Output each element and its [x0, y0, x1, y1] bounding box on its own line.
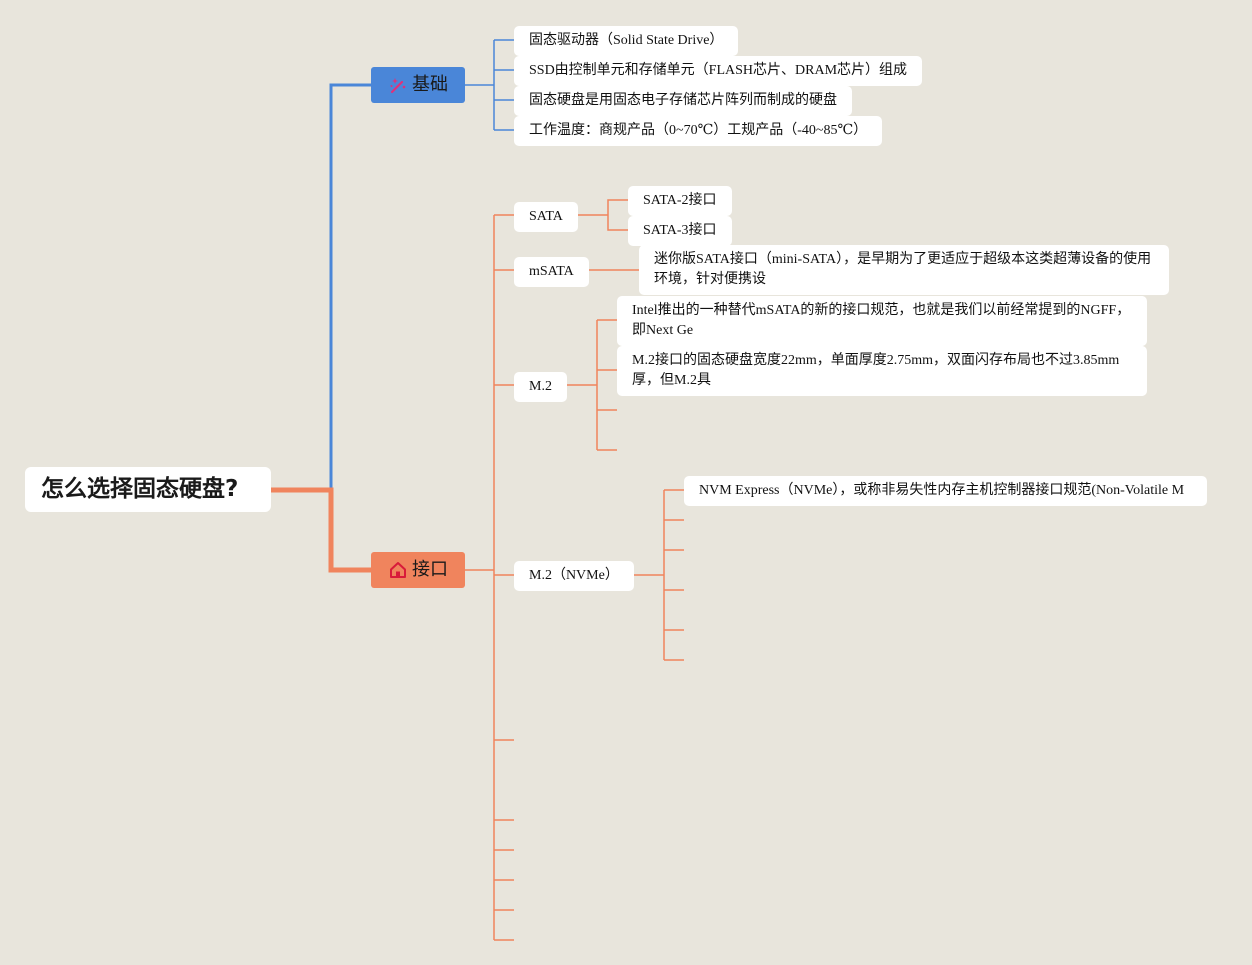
- m2-nvme-child[interactable]: NVM Express（NVMe），或称非易失性内存主机控制器接口规范(Non-…: [684, 476, 1207, 506]
- interface-msata[interactable]: mSATA: [514, 257, 589, 287]
- m2-child[interactable]: M.2接口的固态硬盘宽度22mm，单面厚度2.75mm，双面闪存布局也不过3.8…: [617, 346, 1147, 396]
- m2-child[interactable]: Intel推出的一种替代mSATA的新的接口规范，也就是我们以前经常提到的NGF…: [617, 296, 1147, 346]
- interface-m2[interactable]: M.2: [514, 372, 567, 402]
- interface-m2-nvme[interactable]: M.2（NVMe）: [514, 561, 634, 591]
- branch-interface[interactable]: 接口: [371, 552, 465, 588]
- magic-wand-icon: [388, 75, 408, 95]
- basics-item[interactable]: 固态硬盘是用固态电子存储芯片阵列而制成的硬盘: [514, 86, 852, 116]
- branch-basics[interactable]: 基础: [371, 67, 465, 103]
- sata-child[interactable]: SATA-2接口: [628, 186, 732, 216]
- basics-item[interactable]: SSD由控制单元和存储单元（FLASH芯片、DRAM芯片）组成: [514, 56, 923, 86]
- root-topic[interactable]: 怎么选择固态硬盘?: [25, 467, 271, 512]
- branch-interface-label: 接口: [412, 559, 448, 580]
- home-icon: [388, 560, 408, 580]
- branch-basics-label: 基础: [412, 74, 448, 95]
- basics-item[interactable]: 工作温度：商规产品（0~70℃）工规产品（-40~85℃）: [514, 116, 883, 146]
- msata-child[interactable]: 迷你版SATA接口（mini-SATA），是早期为了更适应于超级本这类超薄设备的…: [639, 245, 1169, 295]
- sata-child[interactable]: SATA-3接口: [628, 216, 732, 246]
- interface-sata[interactable]: SATA: [514, 202, 578, 232]
- basics-item[interactable]: 固态驱动器（Solid State Drive）: [514, 26, 739, 56]
- root-topic-label: 怎么选择固态硬盘?: [41, 476, 239, 502]
